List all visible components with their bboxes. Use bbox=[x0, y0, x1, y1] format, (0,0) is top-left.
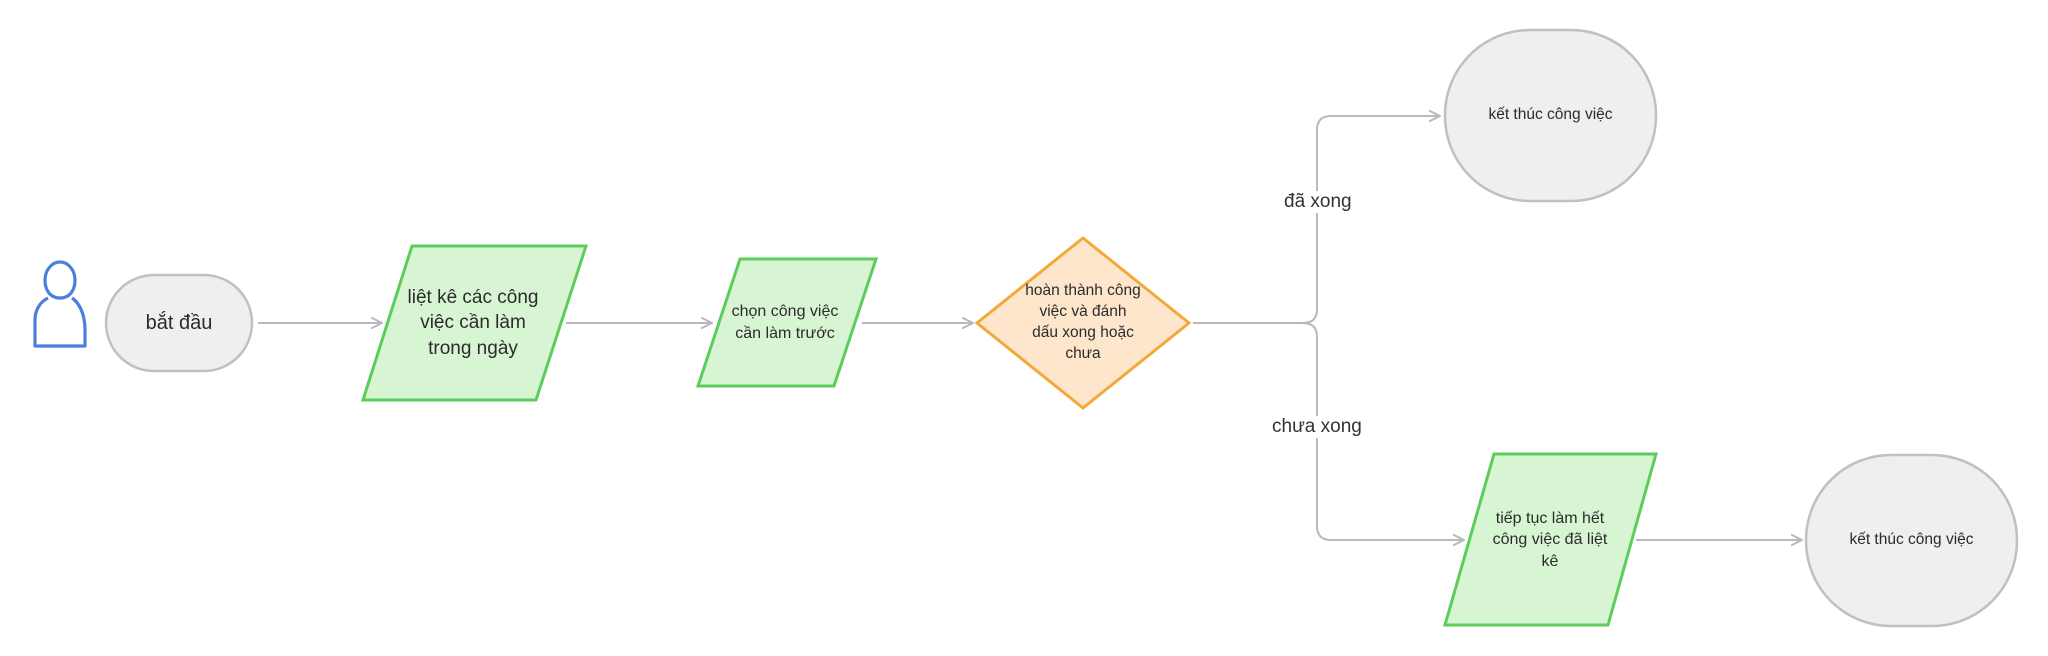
start-label: bắt đầu bbox=[145, 311, 213, 334]
edge-decision-to-continue bbox=[1302, 322, 1465, 546]
end-top-label: kết thúc công việc bbox=[1488, 105, 1613, 123]
end-bottom-label: kết thúc công việc bbox=[1849, 530, 1974, 548]
edge-decision-to-end-top bbox=[1193, 110, 1441, 324]
start-terminator bbox=[104, 273, 254, 373]
edge-label-not-done: chưa xong bbox=[1268, 416, 1366, 438]
end-top-terminator bbox=[1443, 28, 1658, 203]
choose-task-shape bbox=[695, 257, 879, 388]
decision-shape bbox=[974, 236, 1192, 410]
end-bottom-terminator bbox=[1804, 453, 2019, 628]
continue-label: tiếp tục làm hết công việc đã liệt kê bbox=[1492, 509, 1608, 570]
continue-shape bbox=[1443, 452, 1658, 627]
list-tasks-label: liệt kê các công việc cần làm trong ngày bbox=[407, 286, 539, 359]
list-tasks-shape bbox=[360, 244, 589, 402]
edge-label-done: đã xong bbox=[1280, 191, 1356, 213]
connectors bbox=[258, 110, 1803, 546]
decision-label: hoàn thành công việc và đánh dấu xong ho… bbox=[1025, 282, 1141, 362]
user-icon bbox=[33, 260, 87, 348]
choose-task-label: chọn công việc cần làm trước bbox=[731, 303, 839, 342]
